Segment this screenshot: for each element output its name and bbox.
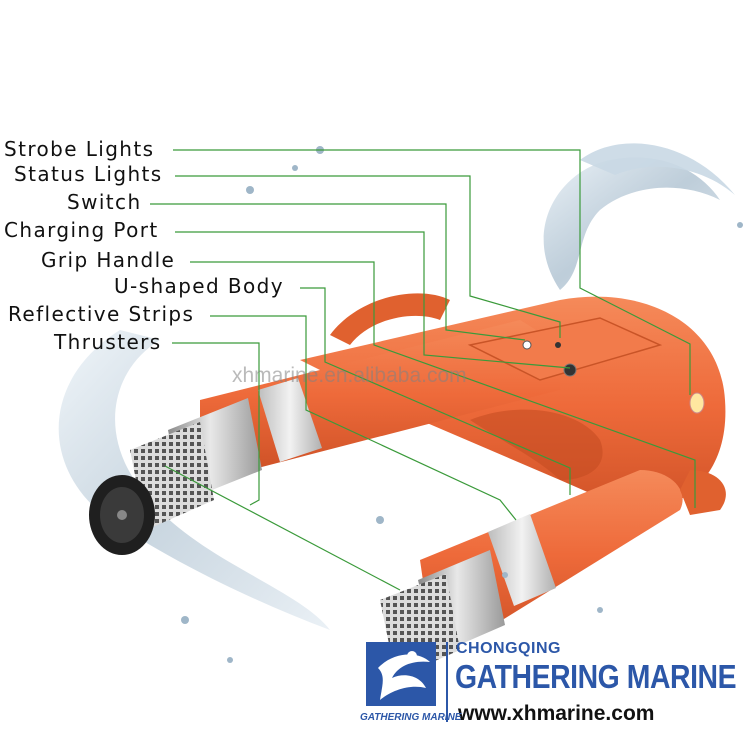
logo-caption: GATHERING MARINE: [360, 712, 462, 723]
brand-divider: [446, 642, 448, 722]
leader-line-thrusters-upper: [172, 342, 260, 506]
water-droplet: [376, 516, 384, 524]
water-droplet: [502, 572, 508, 578]
water-splash: [543, 157, 720, 290]
water-droplet: [181, 616, 189, 624]
callout-switch: Switch: [67, 190, 142, 214]
thruster-hub: [117, 510, 127, 520]
leader-line-switch: [150, 203, 526, 341]
callout-thrusters: Thrusters: [54, 330, 162, 354]
leader-line-status-lights: [175, 175, 561, 338]
water-droplet: [227, 657, 233, 663]
charging-port: [563, 363, 577, 377]
switch: [555, 342, 561, 348]
leader-line-u-shaped-body: [300, 287, 571, 495]
brand-logo: [366, 642, 436, 706]
water-splash: [580, 143, 735, 195]
strobe-light: [689, 392, 705, 414]
callout-u-shaped-body: U-shaped Body: [114, 274, 284, 298]
control-panel: [467, 317, 663, 381]
water-droplet: [246, 186, 254, 194]
grip-handle: [680, 470, 726, 515]
leader-line-grip-handle: [190, 261, 696, 508]
brand-city: CHONGQING: [456, 640, 561, 657]
grip-handle: [330, 293, 450, 345]
watermark: xhmarine.en.alibaba.com: [232, 364, 467, 387]
leader-line-reflective-strips: [210, 315, 517, 521]
water-droplet: [737, 222, 743, 228]
leader-line-strobe-lights: [173, 149, 691, 395]
callout-charging-port: Charging Port: [4, 218, 159, 242]
reflective-strip: [488, 514, 556, 606]
brand-name: GATHERING MARINE: [455, 658, 737, 695]
callout-reflective-strips: Reflective Strips: [8, 302, 195, 326]
leader-line-thrusters-lower: [164, 465, 401, 591]
u-body-inner: [470, 409, 603, 480]
callout-grip-handle: Grip Handle: [41, 248, 176, 272]
water-droplet: [292, 165, 298, 171]
reflective-strip: [258, 378, 322, 462]
leader-line-charging-port: [175, 231, 571, 369]
leader-lines: [150, 149, 696, 591]
water-droplet: [597, 607, 603, 613]
status-light: [522, 340, 532, 350]
callout-status-lights: Status Lights: [14, 162, 163, 186]
callout-strobe-lights: Strobe Lights: [4, 137, 155, 161]
brand-url: www.xhmarine.com: [458, 702, 655, 725]
